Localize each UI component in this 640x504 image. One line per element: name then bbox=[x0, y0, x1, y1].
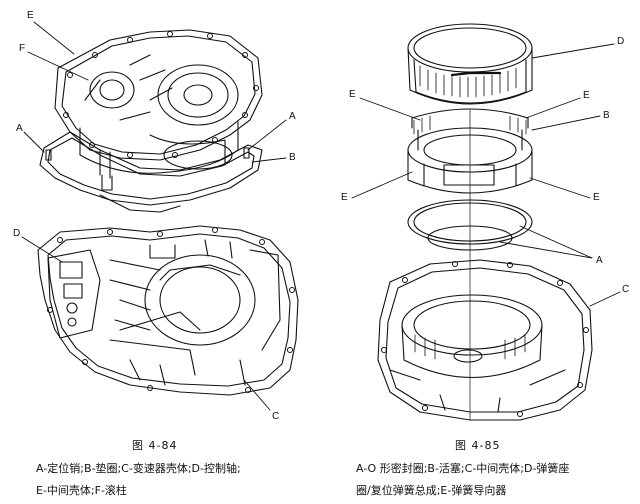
callout-b-fig84: B bbox=[289, 152, 296, 163]
callout-a-right-fig84: A bbox=[289, 111, 296, 122]
legend-line: A-定位销;B-垫圈;C-变速器壳体;D-控制轴; bbox=[36, 462, 241, 475]
callout-e-right-top-fig85: E bbox=[583, 90, 590, 101]
legend-line: A-O 形密封圈;B-活塞;C-中间壳体;D-弹簧座 bbox=[356, 462, 570, 475]
callout-c-fig85: C bbox=[622, 284, 630, 295]
callout-e-fig84: E bbox=[27, 10, 34, 21]
legend-line: 圈/复位弹簧总成;E-弹簧导向器 bbox=[356, 484, 507, 497]
legend-line: E-中间壳体;F-滚柱 bbox=[36, 484, 127, 497]
figure-caption-4-85: 图 4-85 bbox=[455, 439, 501, 452]
callout-f-fig84: F bbox=[19, 43, 26, 54]
callout-e-right-bottom-fig85: E bbox=[593, 192, 600, 203]
fig-4-85-drawing bbox=[351, 23, 621, 421]
fig-4-84-drawing bbox=[21, 21, 299, 411]
callout-e-left-bottom-fig85: E bbox=[341, 192, 348, 203]
callout-d-fig85: D bbox=[617, 36, 625, 47]
callout-a-left-fig84: A bbox=[16, 123, 23, 134]
callout-b-fig85: B bbox=[603, 110, 610, 121]
callout-a-fig85: A bbox=[596, 255, 603, 266]
callout-e-left-top-fig85: E bbox=[349, 89, 356, 100]
figure-legend-4-85: A-O 形密封圈;B-活塞;C-中间壳体;D-弹簧座 圈/复位弹簧总成;E-弹簧… bbox=[356, 458, 569, 502]
callout-d-fig84: D bbox=[13, 228, 21, 239]
figure-caption-4-84: 图 4-84 bbox=[132, 439, 178, 452]
figure-legend-4-84: A-定位销;B-垫圈;C-变速器壳体;D-控制轴; E-中间壳体;F-滚柱 bbox=[36, 458, 241, 502]
callout-c-fig84: C bbox=[272, 411, 280, 422]
